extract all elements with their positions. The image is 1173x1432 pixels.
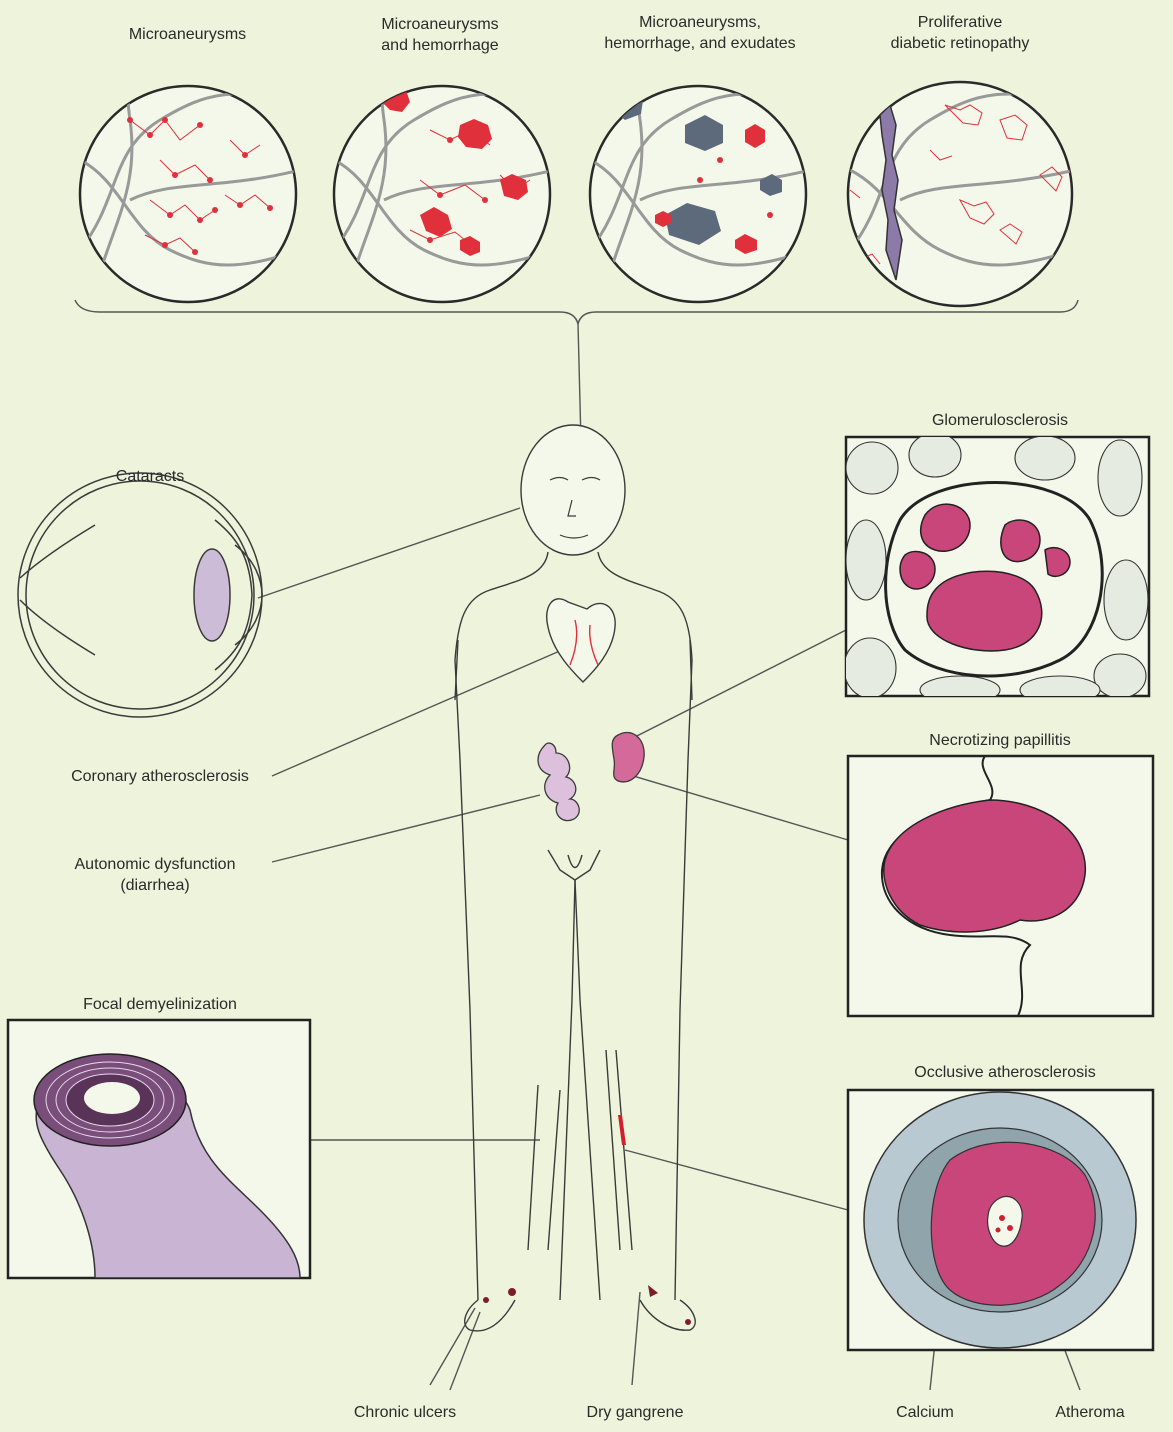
label-microaneurysms-hemorrhage: Microaneurysms and hemorrhage [345,14,535,56]
label-calcium: Calcium [870,1402,980,1423]
label-chronic-ulcers: Chronic ulcers [325,1402,485,1423]
label-focal-demyelinization: Focal demyelinization [40,994,280,1015]
label-dry-gangrene: Dry gangrene [555,1402,715,1423]
gangrene-mark [618,1115,626,1145]
retina-proliferative-panel [848,82,1075,306]
heart [547,599,615,682]
label-microaneurysms: Microaneurysms [95,24,280,45]
label-coronary-atherosclerosis: Coronary atherosclerosis [40,766,280,787]
intestines [538,743,579,821]
retina-hemorrhage-panel [334,78,554,302]
retina-bracket [75,300,1078,324]
label-necrotizing-papillitis: Necrotizing papillitis [880,730,1120,751]
label-autonomic-dysfunction: Autonomic dysfunction (diarrhea) [45,854,265,896]
label-glomerulosclerosis: Glomerulosclerosis [880,410,1120,431]
label-cataracts: Cataracts [90,466,210,487]
kidney [612,732,644,781]
human-figure [455,425,695,1331]
cataract-eye [18,473,262,717]
retina-exudates-panel [590,78,810,302]
foot-ulcers [483,1285,691,1325]
label-occlusive-atherosclerosis: Occlusive atherosclerosis [870,1062,1140,1083]
label-proliferative: Proliferative diabetic retinopathy [855,12,1065,54]
focal-demyelinization-panel [8,1020,310,1278]
label-atheroma: Atheroma [1030,1402,1150,1423]
retina-microaneurysms-panel [80,78,300,302]
occlusive-atherosclerosis-panel [848,1090,1153,1350]
necrotizing-papillitis-panel [848,756,1153,1016]
glomerulosclerosis-panel [844,433,1149,704]
cataract-lens [194,549,230,641]
label-microaneurysms-exudates: Microaneurysms, hemorrhage, and exudates [570,12,830,54]
